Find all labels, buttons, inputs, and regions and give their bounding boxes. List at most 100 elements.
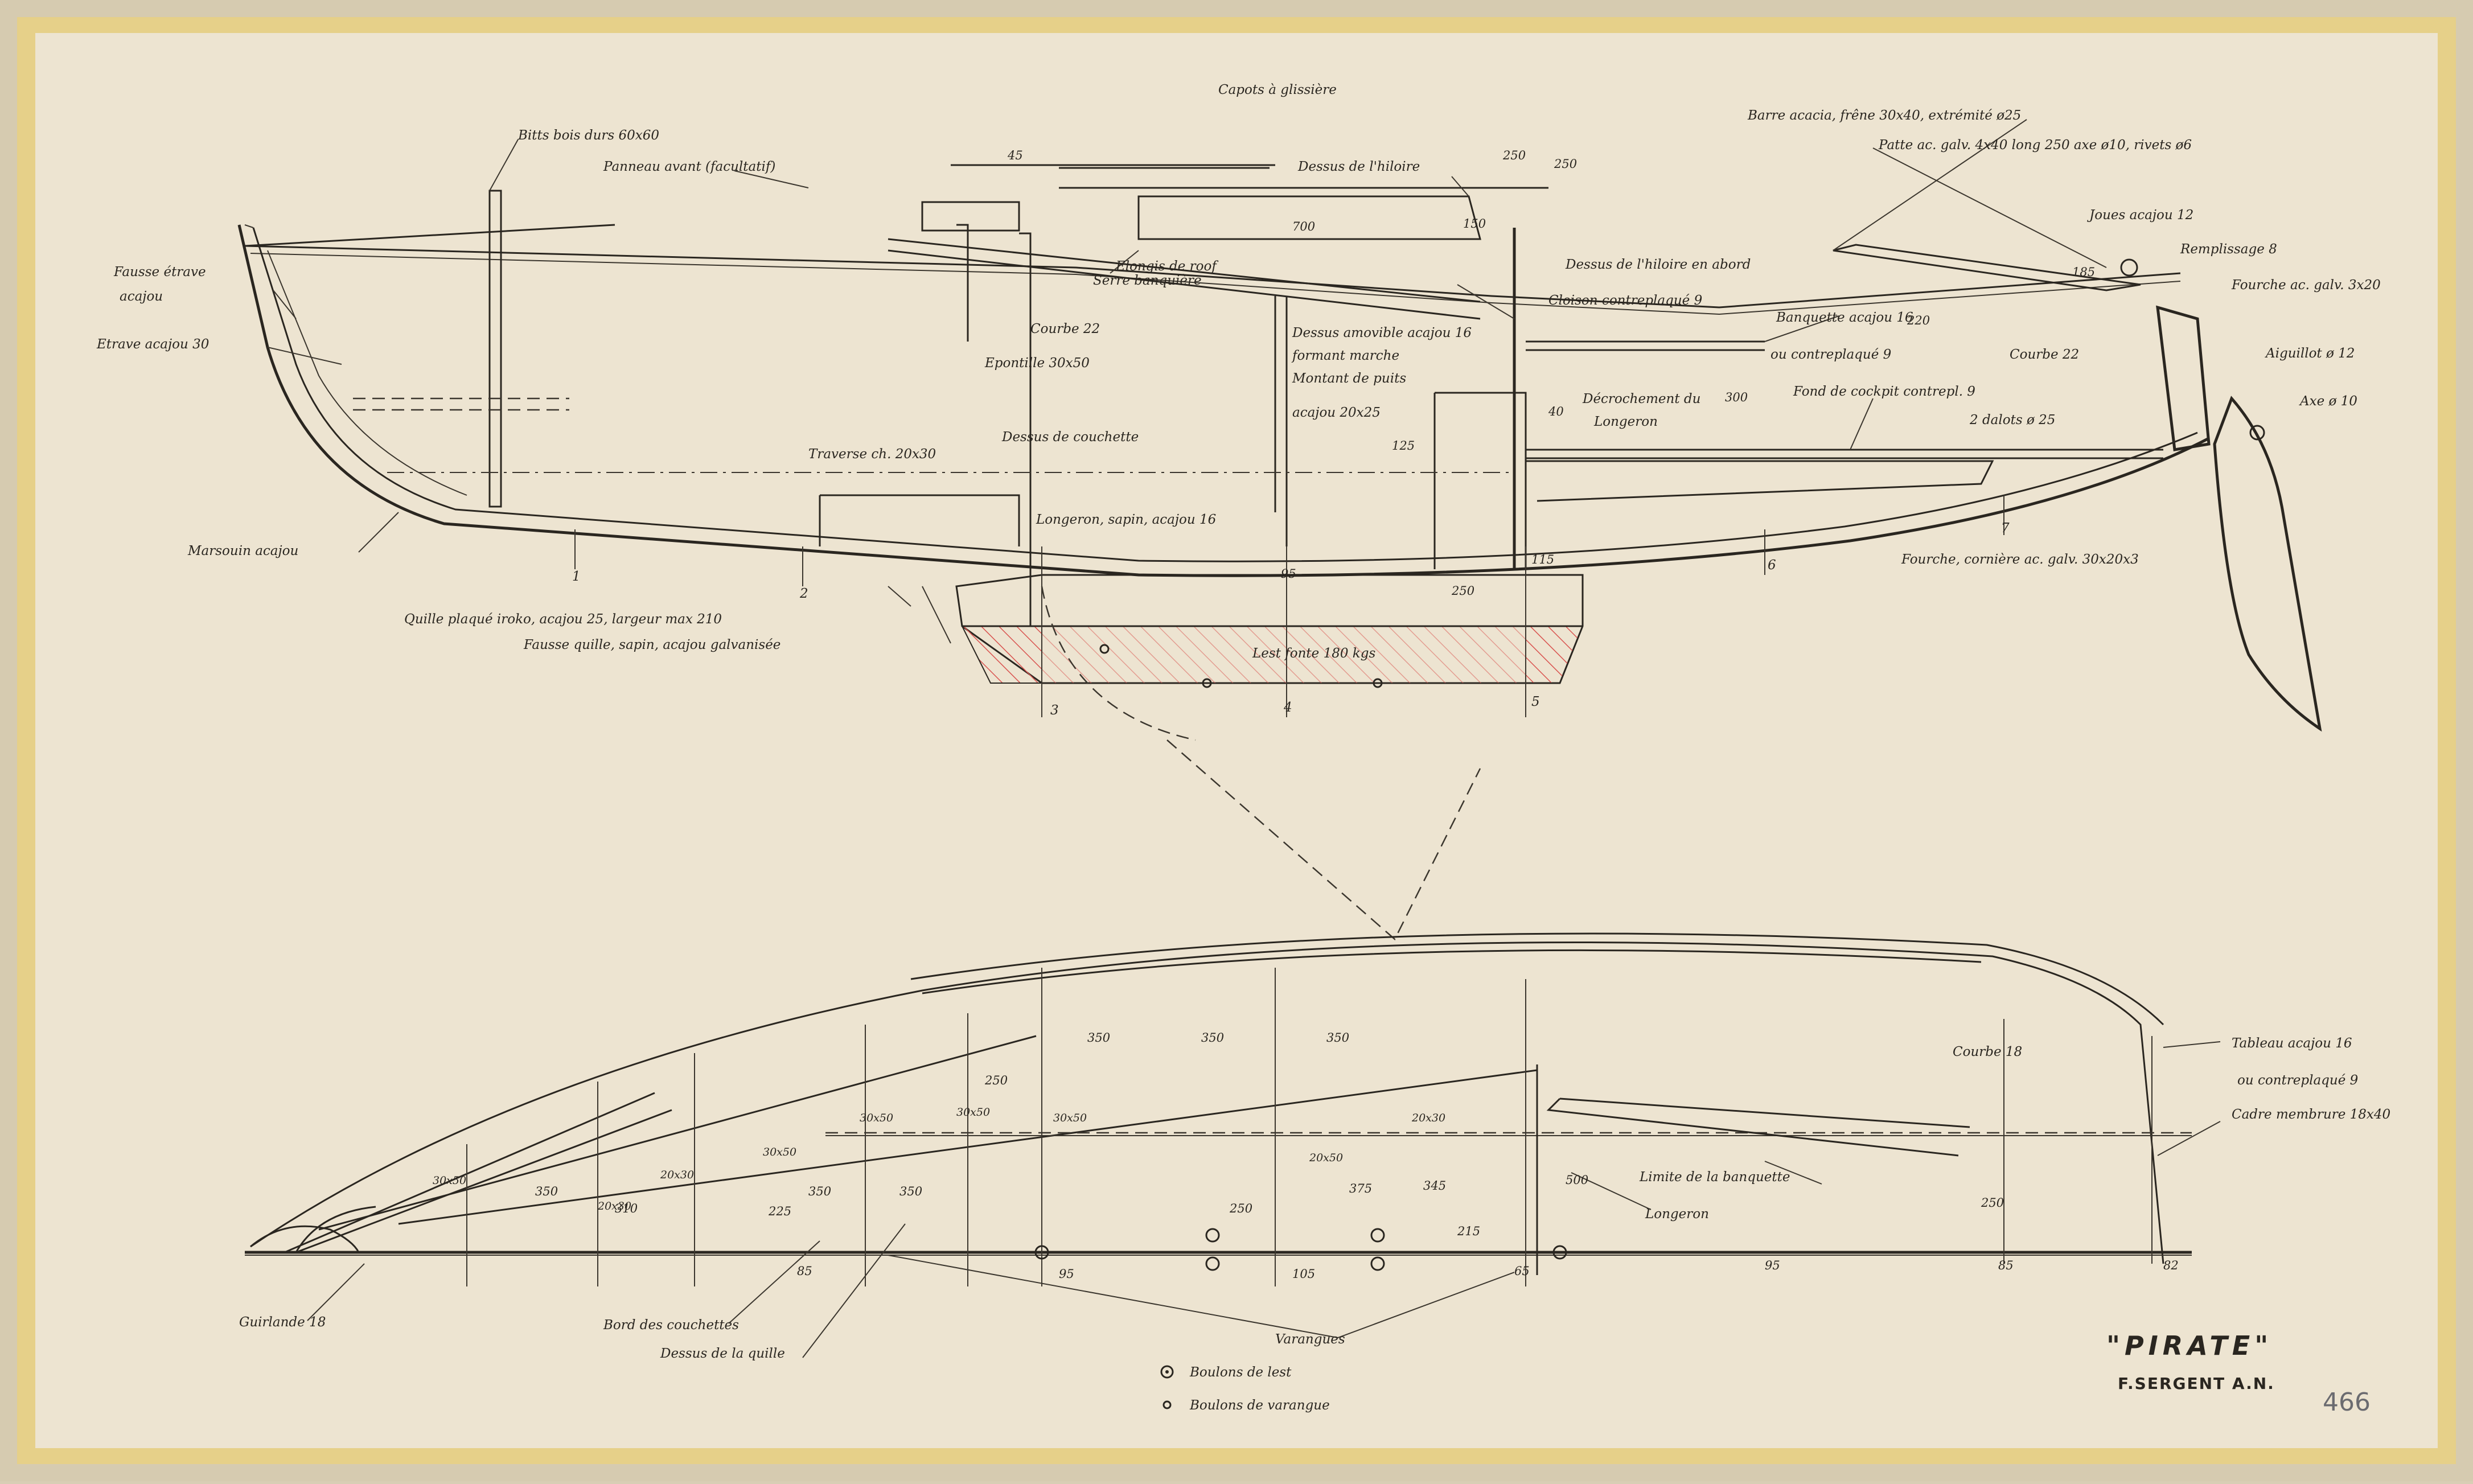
dim-plan-350c: 350 <box>1326 1031 1349 1045</box>
paper <box>35 33 2438 1448</box>
label-decrochement: Décrochement du <box>1582 392 1700 406</box>
dim-plan-s20x30b: 20x30 <box>1411 1112 1445 1124</box>
label-courbe22a: Courbe 22 <box>1030 322 1100 336</box>
dim-plan-350a: 350 <box>1087 1031 1110 1045</box>
dim-plan-v85b: 85 <box>1998 1259 2014 1272</box>
dim-plan-h345: 345 <box>1423 1179 1446 1193</box>
label-marsouin: Marsouin acajou <box>187 544 298 558</box>
label-elongis: Elongis de roof <box>1115 259 1218 274</box>
dim-plan-h310: 310 <box>615 1202 638 1215</box>
longeron <box>1526 460 1994 502</box>
tiller-pivot <box>2120 258 2138 277</box>
profile-view <box>237 119 2322 941</box>
guirlande <box>284 1092 672 1253</box>
label-lest: Lest fonte 180 kgs <box>1252 646 1375 661</box>
label-dessus-hiloire: Dessus de l'hiloire <box>1297 159 1420 174</box>
drawing-title: "PIRATE" <box>2106 1330 2273 1361</box>
dim-plan-v105: 105 <box>1292 1267 1315 1281</box>
label-bord: Bord des couchettes <box>603 1318 739 1333</box>
dim-95: 95 <box>1281 567 1296 581</box>
label-courbe18: Courbe 18 <box>1953 1045 2022 1059</box>
label-capots: Capots à glissière <box>1218 83 1337 97</box>
dim-plan-350e: 350 <box>808 1185 831 1198</box>
limite-banquette <box>1546 1097 1970 1157</box>
label-formant: formant marche <box>1291 348 1399 363</box>
label-barre: Barre acacia, frêne 30x40, extrémité ø25 <box>1747 108 2021 123</box>
dim-plan-s20x30a: 20x30 <box>660 1169 694 1181</box>
transom <box>2156 305 2211 451</box>
leader-lines <box>267 119 2107 644</box>
label-acajou20: acajou 20x25 <box>1292 405 1381 420</box>
plan-view <box>245 932 2221 1358</box>
dim-plan-v82: 82 <box>2163 1259 2179 1272</box>
dim-plan-h250a: 250 <box>1229 1202 1252 1215</box>
label-dessus-quille: Dessus de la quille <box>660 1346 785 1361</box>
sheer-line-inner <box>250 253 2181 315</box>
dim-plan-250: 250 <box>984 1074 1008 1087</box>
station-5: 5 <box>1531 694 1540 709</box>
dim-plan-v65: 65 <box>1514 1264 1530 1278</box>
cockpit-floor <box>1526 449 2163 459</box>
station-6: 6 <box>1768 558 1776 573</box>
berth <box>819 494 1020 546</box>
label-limite: Limite de la banquette <box>1639 1170 1790 1185</box>
label-remplissage: Remplissage 8 <box>2180 242 2277 257</box>
bitts-post <box>488 190 502 508</box>
dim-250c: 250 <box>1451 584 1474 598</box>
dim-185: 185 <box>2072 265 2095 279</box>
label-fourche-top: Fourche ac. galv. 3x20 <box>2231 278 2381 293</box>
dim-220: 220 <box>1907 314 1930 327</box>
hatch-frame <box>1137 195 1481 240</box>
label-fausse-etrave: Fausse étrave <box>113 265 206 279</box>
dim-plan-h500: 500 <box>1566 1173 1588 1187</box>
label-longeron-sapin: Longeron, sapin, acajou 16 <box>1036 512 1216 527</box>
dim-700: 700 <box>1292 220 1315 233</box>
label-dessus-amovible: Dessus amovible acajou 16 <box>1292 326 1472 340</box>
cabin-roof <box>888 238 1481 320</box>
label-dalots: 2 dalots ø 25 <box>1969 413 2055 427</box>
label-etrave: Etrave acajou 30 <box>96 337 209 352</box>
dim-plan-v95b: 95 <box>1765 1259 1780 1272</box>
dim-plan-s20x50a: 20x50 <box>1309 1152 1343 1164</box>
label-bitts: Bitts bois durs 60x60 <box>517 128 659 143</box>
station-lines <box>574 495 2004 717</box>
sheet-number: 466 <box>2323 1388 2371 1417</box>
legend-lest-bolts: Boulons de lest <box>1189 1365 1292 1380</box>
label-cloison: Cloison contreplaqué 9 <box>1548 293 1702 308</box>
lest-bolt-symbol <box>1160 1365 1174 1379</box>
label-epontille: Epontille 30x50 <box>984 356 1090 371</box>
dim-115: 115 <box>1531 553 1554 566</box>
frames <box>466 968 2152 1286</box>
tiller <box>1833 244 2141 291</box>
dim-plan-v85a: 85 <box>797 1264 812 1278</box>
label-montant: Montant de puits <box>1292 371 1406 386</box>
label-traverse: Traverse ch. 20x30 <box>808 447 936 462</box>
varangue-bolts <box>1034 1228 1567 1271</box>
dim-plan-s30x50e: 30x50 <box>433 1174 466 1187</box>
label-acajou: acajou <box>120 289 163 304</box>
dim-plan-h215: 215 <box>1457 1224 1480 1238</box>
plan-leader-lines <box>307 1041 2221 1358</box>
label-patte: Patte ac. galv. 4x40 long 250 axe ø10, r… <box>1878 138 2192 153</box>
label-banquette: Banquette acajou 16 <box>1776 310 1913 325</box>
drawing-author: F.SERGENT A.N. <box>2118 1374 2275 1393</box>
label-cadre: Cadre membrure 18x40 <box>2232 1107 2390 1122</box>
dim-plan-s30x50b: 30x50 <box>956 1106 990 1119</box>
label-dessus-hiloire-abord: Dessus de l'hiloire en abord <box>1565 257 1751 272</box>
legend-varangue-bolts: Boulons de varangue <box>1189 1398 1330 1413</box>
dim-150: 150 <box>1463 217 1486 231</box>
label-serre: Serre banquière <box>1093 273 1202 288</box>
sheer-line <box>244 245 2181 309</box>
varangue-bolt-symbol <box>1162 1400 1172 1409</box>
label-fourche-bottom: Fourche, cornière ac. galv. 30x20x3 <box>1901 552 2139 567</box>
legend: Boulons de lest Boulons de varangue <box>1160 1365 1330 1413</box>
dim-plan-s30x50c: 30x50 <box>763 1146 796 1158</box>
label-longeron-word: Longeron <box>1593 414 1658 429</box>
rudder <box>2213 396 2322 732</box>
dim-plan-v95a: 95 <box>1059 1267 1074 1281</box>
dim-250b: 250 <box>1502 149 1526 162</box>
station-4: 4 <box>1283 700 1292 715</box>
deck-outline <box>250 942 2164 1264</box>
